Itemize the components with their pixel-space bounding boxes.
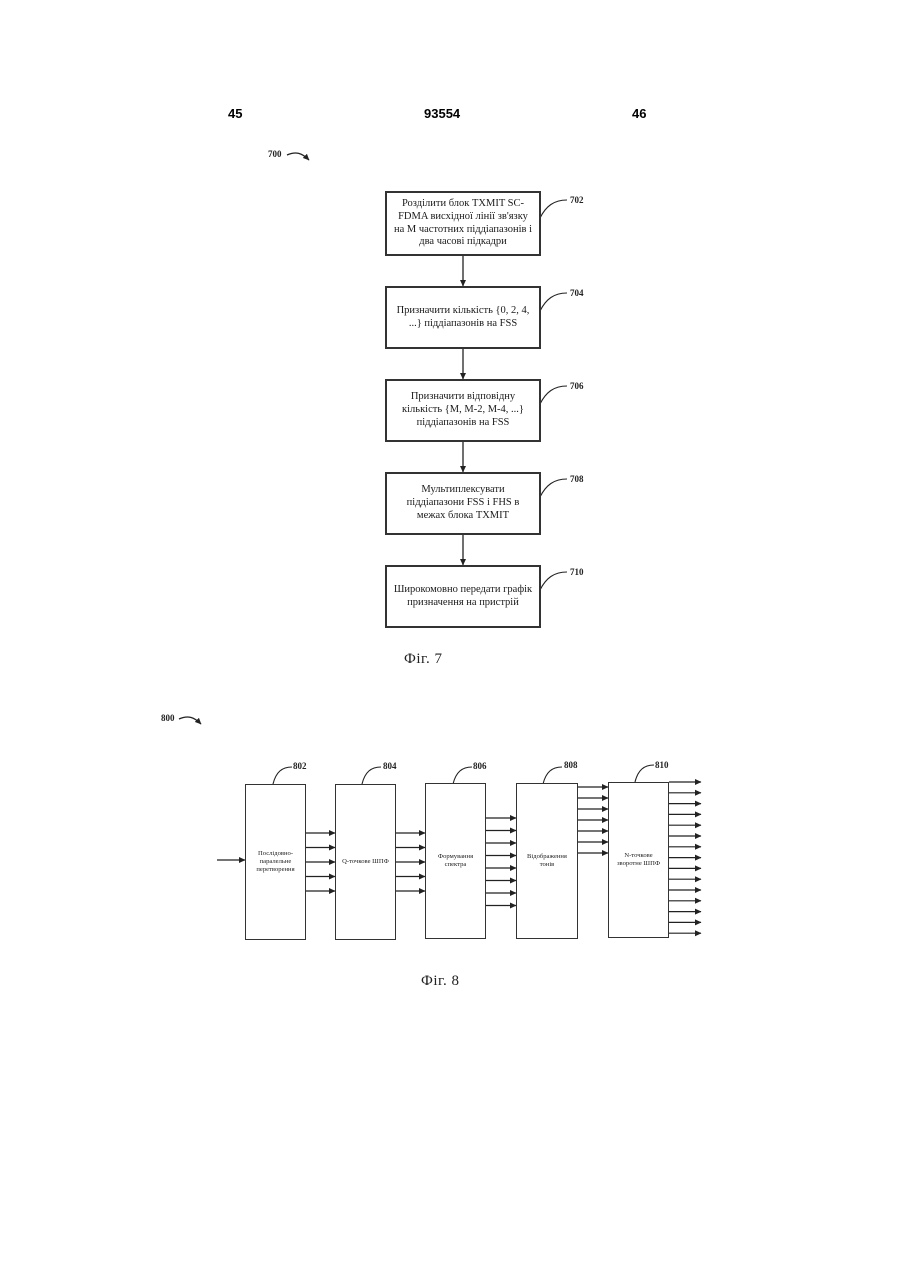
flow-step-704: Призначити кількість {0, 2, 4, ...} підд… bbox=[385, 286, 541, 349]
ref-710: 710 bbox=[570, 567, 584, 577]
fig8-caption: Фіг. 8 bbox=[421, 973, 459, 990]
block-810-n-point-ifft: N-точкове зворотне ШПФ bbox=[608, 782, 669, 938]
ref-810: 810 bbox=[655, 760, 669, 770]
leader-704 bbox=[540, 293, 567, 311]
fig8-ref-pointer bbox=[179, 717, 201, 724]
fig7-caption: Фіг. 7 bbox=[404, 651, 442, 668]
fig7-ref-pointer bbox=[287, 153, 309, 160]
leader-806 bbox=[453, 767, 472, 784]
fig7-ref-label: 700 bbox=[268, 149, 282, 159]
fig8-ref-label: 800 bbox=[161, 713, 175, 723]
leader-702 bbox=[540, 200, 567, 218]
ref-808: 808 bbox=[564, 760, 578, 770]
block-802-serial-to-parallel: Послідовно-паралельне перетворення bbox=[245, 784, 306, 940]
leader-808 bbox=[543, 767, 562, 784]
leader-710 bbox=[540, 572, 567, 590]
block-806-spectrum-shaping: Формування спектра bbox=[425, 783, 486, 939]
arrows-810-output bbox=[669, 782, 701, 933]
ref-706: 706 bbox=[570, 381, 584, 391]
block-804-q-point-fft: Q-точкове ШПФ bbox=[335, 784, 396, 940]
ref-806: 806 bbox=[473, 761, 487, 771]
flow-step-708: Мультиплексувати піддіапазони FSS і FHS … bbox=[385, 472, 541, 535]
flow-step-706: Призначити відповідну кількість {M, M-2,… bbox=[385, 379, 541, 442]
arrows-808-810 bbox=[578, 787, 608, 853]
leader-708 bbox=[540, 479, 567, 497]
leader-706 bbox=[540, 386, 567, 404]
flow-step-710: Широкомовно передати графік призначення … bbox=[385, 565, 541, 628]
ref-704: 704 bbox=[570, 288, 584, 298]
ref-802: 802 bbox=[293, 761, 307, 771]
arrows-806-808 bbox=[486, 818, 516, 906]
arrows-802-804 bbox=[306, 833, 335, 891]
arrows-804-806 bbox=[396, 833, 425, 891]
flow-step-702: Розділити блок TXMIT SC-FDMA висхідної л… bbox=[385, 191, 541, 256]
ref-702: 702 bbox=[570, 195, 584, 205]
leader-810 bbox=[635, 765, 654, 782]
leader-802 bbox=[273, 767, 292, 784]
ref-708: 708 bbox=[570, 474, 584, 484]
block-808-tone-mapping: Відображення тонів bbox=[516, 783, 578, 939]
leader-804 bbox=[362, 767, 381, 784]
ref-804: 804 bbox=[383, 761, 397, 771]
